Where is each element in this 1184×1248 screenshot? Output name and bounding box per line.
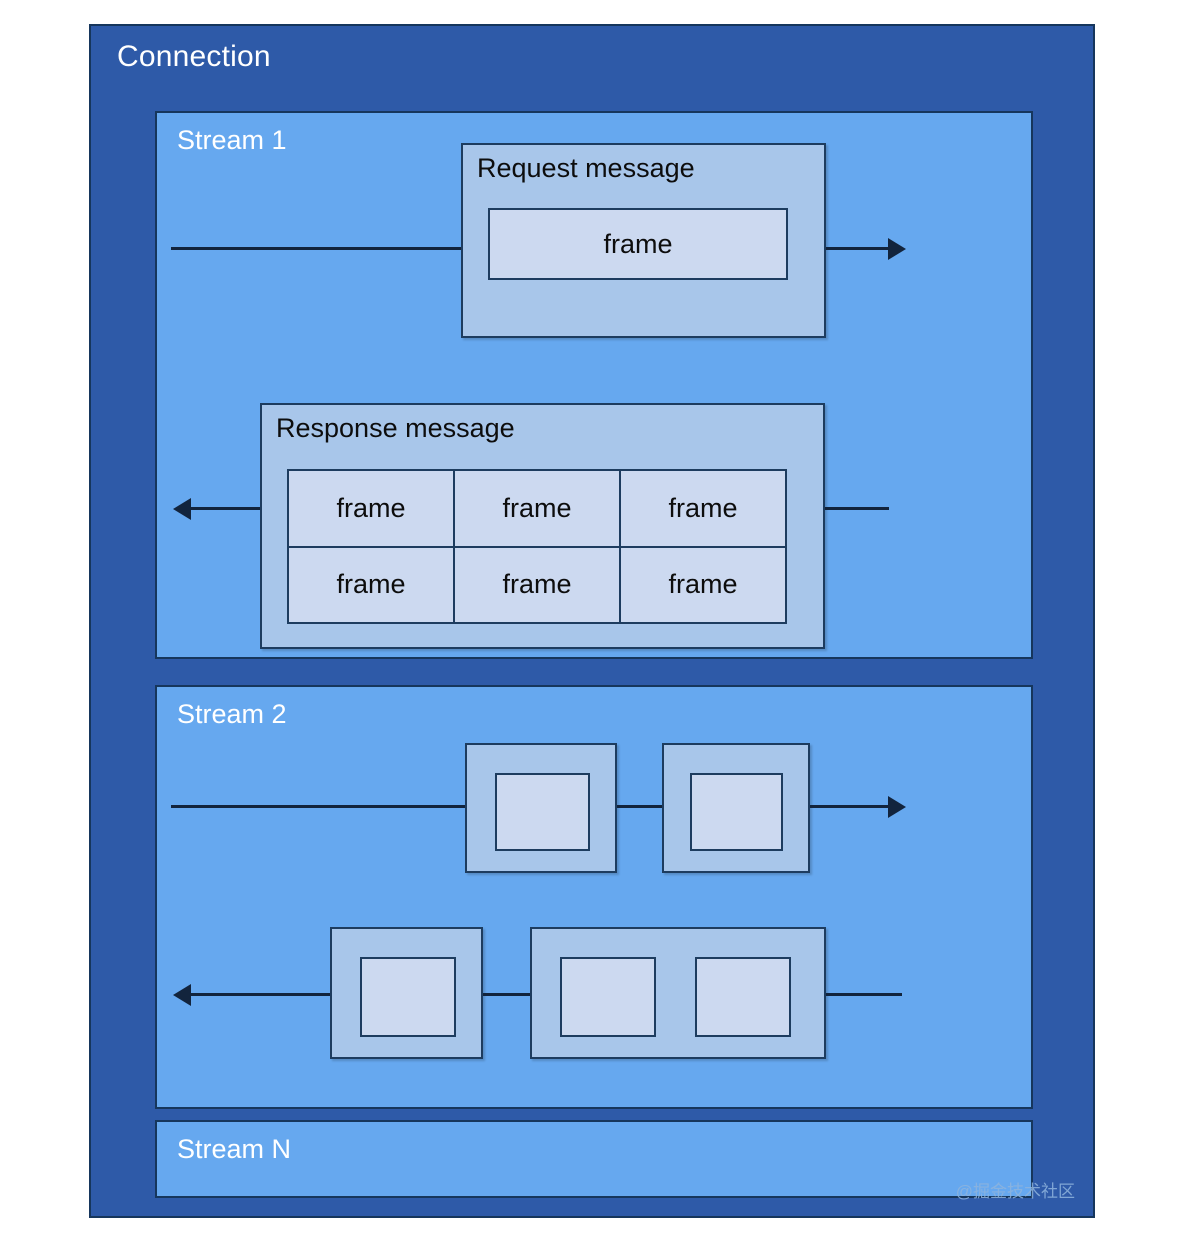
stream-1-response-line-right — [825, 507, 889, 510]
response-frame-label: frame — [336, 569, 406, 600]
stream-1-request-arrow-icon — [888, 238, 906, 260]
stream-1-request-line-right — [826, 247, 902, 250]
stream-n-label: Stream N — [177, 1134, 292, 1164]
stream-2-label: Stream 2 — [177, 699, 287, 729]
response-frame-label: frame — [668, 569, 738, 600]
request-message-label: Request message — [477, 153, 695, 183]
watermark-text: @掘金技术社区 — [955, 1182, 1075, 1201]
connection-container: Connection Stream 1 Request message fram… — [89, 24, 1095, 1218]
stream-2-in-message-2 — [530, 927, 826, 1059]
response-frame-label: frame — [502, 492, 572, 523]
request-message-box: Request message frame — [461, 143, 826, 338]
request-frame: frame — [488, 208, 788, 280]
connection-title: Connection — [117, 40, 271, 73]
stream-2-out-message-2 — [662, 743, 810, 873]
response-frame-cell: frame — [455, 547, 619, 622]
stream-2-in-message-1 — [330, 927, 483, 1059]
response-frame-grid: frame frame frame frame frame frame — [287, 469, 787, 624]
stream-1-label: Stream 1 — [177, 125, 287, 155]
stream-2-out-arrow-icon — [888, 796, 906, 818]
request-frame-label: frame — [603, 228, 673, 259]
response-frame-cell: frame — [621, 547, 785, 622]
stream-1-request-line-left — [171, 247, 479, 250]
stream-2-out-line-left — [171, 805, 479, 808]
stream-2-in-line-left — [189, 993, 330, 996]
response-frame-cell: frame — [289, 547, 453, 622]
response-frame-cell: frame — [289, 471, 453, 546]
stream-2-out-line-right — [810, 805, 902, 808]
stream-1-response-line-left — [189, 507, 260, 510]
response-frame-label: frame — [502, 569, 572, 600]
stream-panel-2: Stream 2 — [155, 685, 1033, 1109]
stream-2-in-line-mid — [483, 993, 530, 996]
stream-2-in-line-right — [826, 993, 902, 996]
stream-panel-n: Stream N — [155, 1120, 1033, 1198]
response-frame-cell: frame — [621, 471, 785, 546]
stream-2-out-frame-2 — [690, 773, 783, 851]
stream-2-out-frame-1 — [495, 773, 590, 851]
stream-2-in-frame-2b — [695, 957, 791, 1037]
stream-2-in-arrow-icon — [173, 984, 191, 1006]
response-frame-cell: frame — [455, 471, 619, 546]
response-message-label: Response message — [276, 413, 515, 443]
stream-2-out-line-mid — [617, 805, 662, 808]
response-frame-label: frame — [336, 492, 406, 523]
response-frame-label: frame — [668, 492, 738, 523]
stream-2-in-frame-2a — [560, 957, 656, 1037]
stream-1-response-arrow-icon — [173, 498, 191, 520]
response-message-box: Response message frame frame frame frame… — [260, 403, 825, 649]
stream-2-in-frame-1 — [360, 957, 456, 1037]
stream-2-out-message-1 — [465, 743, 617, 873]
stream-panel-1: Stream 1 Request message frame Response … — [155, 111, 1033, 659]
